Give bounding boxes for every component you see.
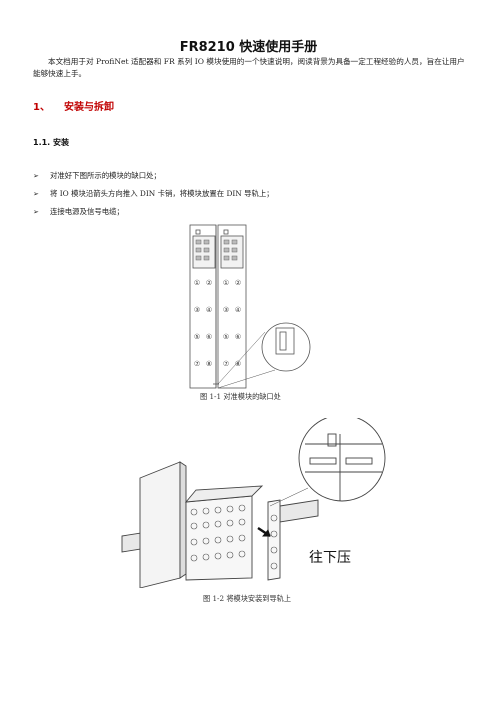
bullet-item-2: ➢将 IO 模块沿箭头方向推入 DIN 卡销，将模块放置在 DIN 导轨上；	[33, 189, 274, 198]
svg-text:①: ①	[223, 279, 229, 287]
section-1-number: 1、	[33, 102, 50, 113]
figure-1-1-module-alignment: ① ② ③ ④ ⑤ ⑥ ⑦ ⑧ ① ② ③ ④ ⑤ ⑥ ⑦ ⑧	[189, 224, 311, 389]
section-1-1-heading: 1.1. 安装	[33, 138, 69, 147]
svg-text:②: ②	[206, 279, 212, 287]
bullet-item-1: ➢对准好下图所示的模块的缺口处；	[33, 171, 161, 180]
svg-text:⑧: ⑧	[206, 360, 212, 368]
svg-text:④: ④	[235, 306, 241, 314]
svg-text:⑤: ⑤	[194, 333, 200, 341]
bullet-item-3: ➢连接电源及信号电缆；	[33, 207, 124, 216]
section-1-heading: 1、 安装与拆卸	[33, 98, 114, 113]
figure-1-2-caption: 图 1-2 将模块安装到导轨上	[203, 594, 292, 603]
svg-text:④: ④	[206, 306, 212, 314]
figure-1-2-rail-mounting	[121, 418, 386, 588]
push-down-annotation: 往下压	[309, 550, 351, 566]
arrow-bullet-icon: ➢	[33, 208, 39, 216]
svg-text:⑦: ⑦	[223, 360, 229, 368]
arrow-bullet-icon: ➢	[33, 190, 39, 198]
figure-1-1-caption: 图 1-1 对准模块的缺口处	[200, 392, 281, 401]
svg-text:②: ②	[235, 279, 241, 287]
section-1-title: 安装与拆卸	[63, 102, 114, 113]
svg-text:⑦: ⑦	[194, 360, 200, 368]
page-title: FR8210 快速使用手册	[179, 40, 318, 55]
svg-text:⑥: ⑥	[235, 333, 241, 341]
svg-text:①: ①	[194, 279, 200, 287]
svg-text:⑧: ⑧	[235, 360, 241, 368]
arrow-bullet-icon: ➢	[33, 172, 39, 180]
intro-paragraph: 本文档用于对 ProfiNet 适配器和 FR 系列 IO 模块使用的一个快速说…	[33, 57, 465, 78]
svg-text:⑤: ⑤	[223, 333, 229, 341]
svg-text:⑥: ⑥	[206, 333, 212, 341]
svg-text:③: ③	[223, 306, 229, 314]
svg-text:③: ③	[194, 306, 200, 314]
